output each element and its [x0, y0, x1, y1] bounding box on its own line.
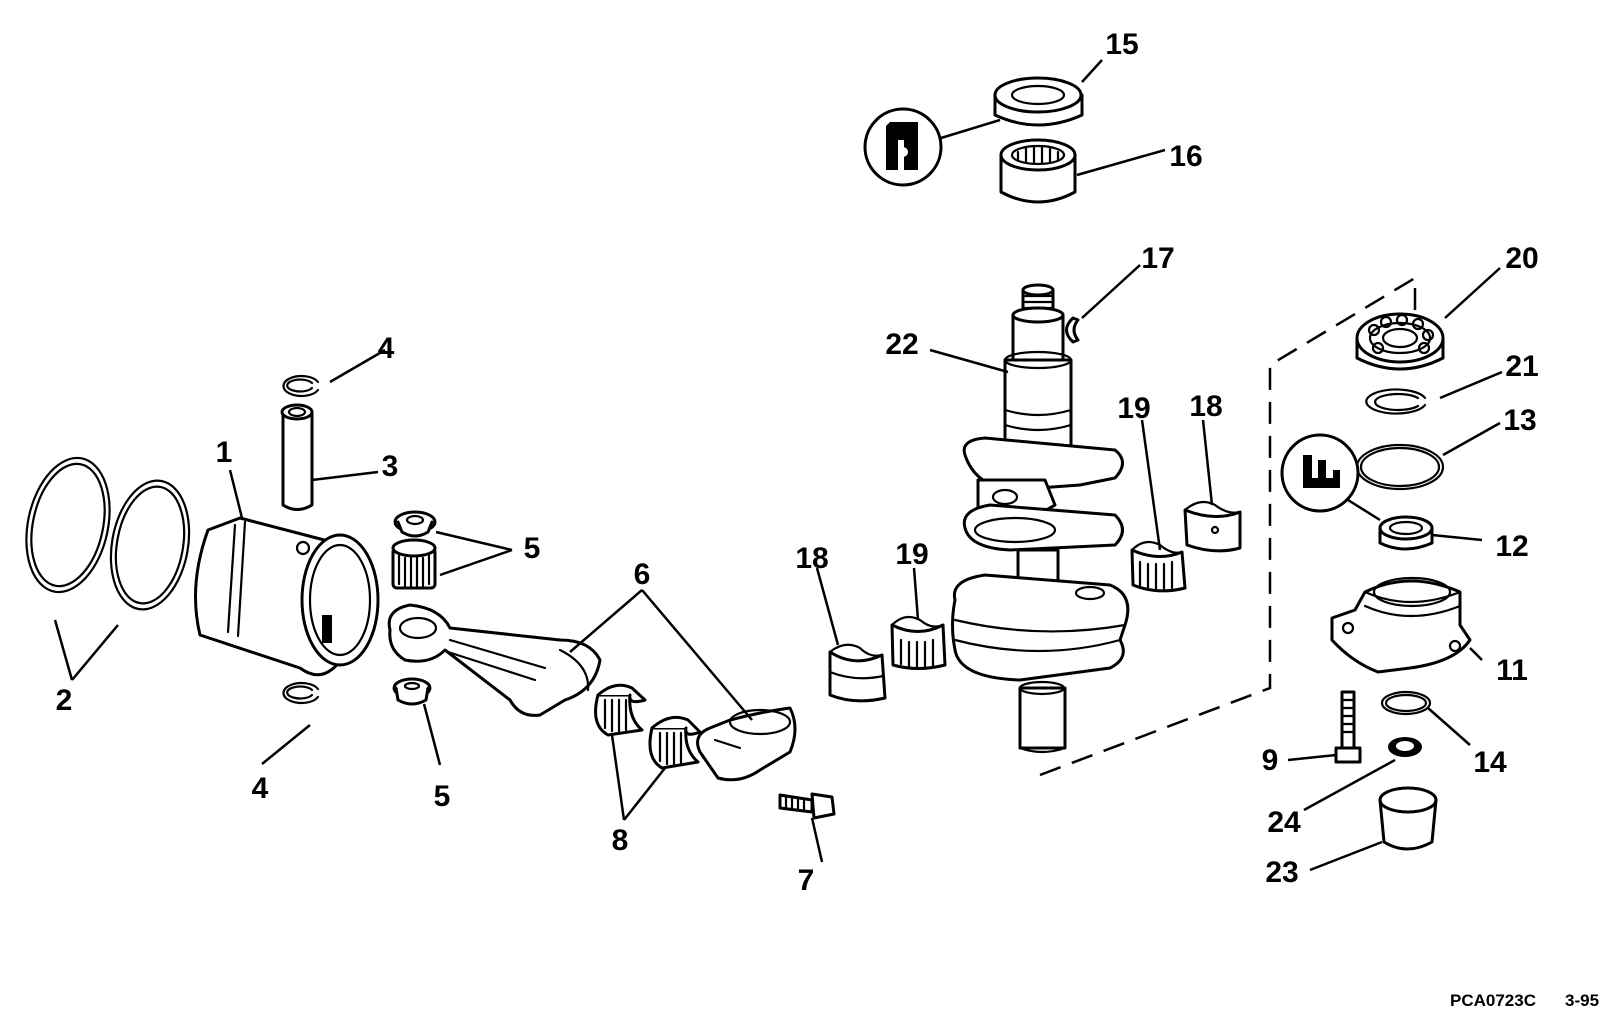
- callout-7: 7: [798, 864, 815, 897]
- callout-18-left: 18: [795, 542, 828, 575]
- retaining-clips: [282, 374, 320, 705]
- crankshaft-seal: [993, 76, 1084, 127]
- callout-16: 16: [1169, 140, 1202, 173]
- callout-4-bottom: 4: [252, 772, 269, 805]
- revision-code: 3-95: [1565, 991, 1599, 1010]
- leader-lines: [53, 59, 1503, 872]
- wrist-pin: [280, 403, 314, 511]
- rod-cap: [696, 706, 797, 782]
- callout-19-left: 19: [895, 538, 928, 571]
- big-end-bearing: [594, 683, 702, 770]
- callout-22: 22: [885, 328, 918, 361]
- callout-13: 13: [1503, 404, 1536, 437]
- callout-20: 20: [1505, 242, 1538, 275]
- callout-labels: 1 2 3 4 4 5 5 6 7 8 9 11 12 13 14 15 16 …: [56, 28, 1539, 897]
- callout-4-top: 4: [378, 332, 395, 365]
- housing-screw: [1334, 690, 1362, 764]
- upper-needle-bearing: [999, 138, 1077, 204]
- connecting-rod: [387, 603, 602, 717]
- callout-17: 17: [1141, 242, 1174, 275]
- callout-24: 24: [1267, 806, 1301, 839]
- callout-3: 3: [382, 450, 399, 483]
- callout-9: 9: [1262, 744, 1279, 777]
- small-o-ring: [1380, 690, 1432, 716]
- callout-1: 1: [216, 436, 233, 469]
- callout-15: 15: [1105, 28, 1138, 61]
- snap-ring: [1365, 388, 1427, 415]
- rod-bolt: [778, 792, 836, 820]
- assembly-dashed-line: [1039, 275, 1417, 777]
- callout-12: 12: [1495, 530, 1528, 563]
- callout-21: 21: [1505, 350, 1538, 383]
- sealant-icon: [1280, 433, 1360, 513]
- crankshaft: [951, 283, 1130, 754]
- piston-rings: [25, 456, 191, 611]
- ball-bearing: [1355, 312, 1445, 371]
- callout-8: 8: [612, 824, 629, 857]
- piston: [194, 516, 380, 677]
- woodruff-key: [1065, 316, 1080, 344]
- callout-23: 23: [1265, 856, 1298, 889]
- callout-19-right: 19: [1117, 392, 1150, 425]
- callout-5-top: 5: [524, 532, 541, 565]
- lower-seal: [1378, 515, 1434, 551]
- callout-11: 11: [1496, 654, 1528, 687]
- grease-seal-icon: [863, 107, 943, 187]
- callout-5-bottom: 5: [434, 780, 451, 813]
- callout-2: 2: [56, 684, 73, 717]
- seal-ring: [1388, 737, 1422, 757]
- small-end-bearing: [391, 510, 437, 706]
- drawing-code: PCA0723C: [1450, 991, 1536, 1010]
- callout-18-right: 18: [1189, 390, 1222, 423]
- callout-6: 6: [634, 558, 651, 591]
- bearing-housing: [1330, 576, 1472, 674]
- main-bearing-left: [828, 615, 947, 703]
- callout-14: 14: [1473, 746, 1507, 779]
- o-ring: [1355, 443, 1445, 491]
- main-bearing-right: [1130, 500, 1242, 593]
- cup-plug: [1378, 786, 1438, 851]
